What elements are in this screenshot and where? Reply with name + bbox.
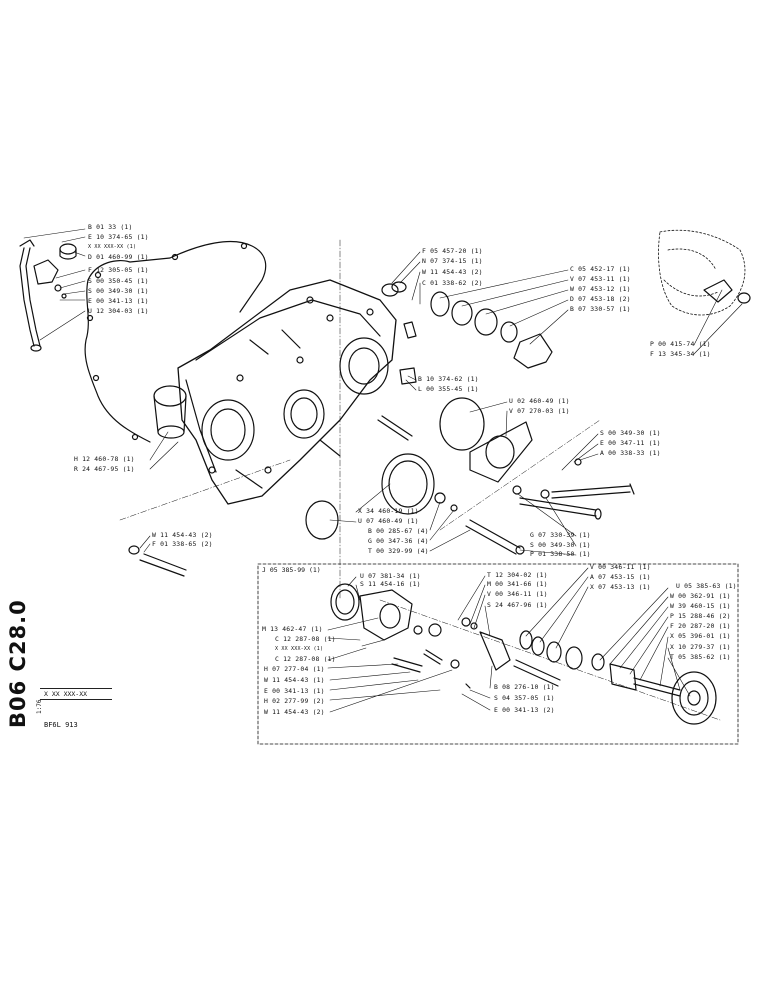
- part-label: U 12 304-03 (1): [88, 307, 149, 315]
- part-label: D 07 453-18 (2): [570, 295, 631, 303]
- subassembly-frame: [257, 563, 739, 745]
- part-label: V 07 453-11 (1): [570, 275, 631, 283]
- part-label: H 07 277-04 (1): [264, 665, 325, 673]
- part-label: T 12 304-02 (1): [487, 571, 548, 579]
- part-label: S 04 357-05 (1): [494, 694, 555, 702]
- part-label: F 20 287-20 (1): [670, 622, 731, 630]
- part-label: H 12 460-78 (1): [74, 455, 135, 463]
- part-label: S 24 467-96 (1): [487, 601, 548, 609]
- part-label: A 07 453-15 (1): [590, 573, 651, 581]
- part-label: S 11 454-16 (1): [360, 580, 421, 588]
- part-label: R 24 467-95 (1): [74, 465, 135, 473]
- subassembly-label: J 05 385-99 (1): [262, 566, 321, 574]
- engine-model: BF6L 913: [44, 721, 78, 729]
- part-label: E 00 341-13 (1): [264, 687, 325, 695]
- part-label: B 10 374-62 (1): [418, 375, 479, 383]
- part-label: U 05 385-63 (1): [676, 582, 737, 590]
- part-label: B 00 285-67 (4): [368, 527, 429, 535]
- part-label: X 10 279-37 (1): [670, 643, 731, 651]
- code-placeholder: X XX XXX-XX: [44, 690, 88, 698]
- part-label: W 11 454-43 (2): [264, 708, 325, 716]
- part-label: P 01 338-50 (1): [530, 550, 591, 558]
- part-label: M 13 462-47 (1): [262, 625, 323, 633]
- drain-plug: [513, 333, 553, 369]
- part-label: P 00 415-74 (1): [650, 340, 711, 348]
- seal-ring-upper: [439, 397, 485, 451]
- part-label: S 00 349-30 (1): [88, 287, 149, 295]
- part-label: C 05 452-17 (1): [570, 265, 631, 273]
- lower-subassembly: [330, 583, 717, 725]
- part-label: T 05 385-62 (1): [670, 653, 731, 661]
- part-label: D 01 460-99 (1): [88, 253, 149, 261]
- part-label: N 07 374-15 (1): [422, 257, 483, 265]
- part-label: L 00 355-45 (1): [418, 385, 479, 393]
- part-label: X 07 453-13 (1): [590, 583, 651, 591]
- sheet-code: B06 C28.0: [6, 599, 30, 728]
- part-label: W 39 460-15 (1): [670, 602, 731, 610]
- cover-plate: [469, 421, 533, 483]
- part-label: W 11 454-43 (2): [422, 268, 483, 276]
- part-label: F 05 457-20 (1): [422, 247, 483, 255]
- part-label: M 00 341-66 (1): [487, 580, 548, 588]
- part-label: V 00 346-11 (1): [487, 590, 548, 598]
- part-label: G 00 347-36 (4): [368, 537, 429, 545]
- part-label: E 00 341-13 (2): [494, 706, 555, 714]
- part-label: G 07 330-39 (1): [530, 531, 591, 539]
- part-label: H 02 277-99 (2): [264, 697, 325, 705]
- part-label: A 00 338-33 (1): [600, 449, 661, 457]
- part-label: W 00 362-91 (1): [670, 592, 731, 600]
- part-label: W 07 453-12 (1): [570, 285, 631, 293]
- part-label: B 01 33 (1): [88, 223, 133, 231]
- part-label: V 00 346-11 (1): [590, 563, 651, 571]
- sheet-scale: 1:76: [36, 699, 43, 714]
- part-label: F 13 345-34 (1): [650, 350, 711, 358]
- chain-sketch: [658, 229, 746, 316]
- part-label: S 00 350-45 (1): [88, 277, 149, 285]
- part-label: U 02 460-49 (1): [509, 397, 570, 405]
- part-label: X 05 396-01 (1): [670, 632, 731, 640]
- part-label: B 07 330-57 (1): [570, 305, 631, 313]
- part-label: X 34 460-19 (1): [358, 507, 419, 515]
- part-label: V 07 270-03 (1): [509, 407, 570, 415]
- part-label: W 11 454-43 (1): [264, 676, 325, 684]
- part-label: T 00 329-99 (4): [368, 547, 429, 555]
- part-label: P 15 288-46 (2): [670, 612, 731, 620]
- part-label: U 07 381-34 (1): [360, 572, 421, 580]
- oil-pipe: [19, 239, 77, 352]
- part-label: X XX XXX-XX (1): [88, 244, 137, 250]
- timing-case-housing: [177, 279, 397, 505]
- part-label: C 01 338-62 (2): [422, 279, 483, 287]
- part-label: F 01 338-65 (2): [152, 540, 213, 548]
- part-label: C 12 287-08 (1): [275, 635, 336, 643]
- part-label: S 00 349-30 (1): [530, 541, 591, 549]
- part-label: X XX XXX-XX (1): [275, 646, 324, 652]
- filler-neck: [153, 385, 187, 439]
- part-label: B 08 276-10 (1): [494, 683, 555, 691]
- part-label: W 11 454-43 (2): [152, 531, 213, 539]
- pulley: [671, 671, 717, 725]
- part-label: U 07 460-49 (1): [358, 517, 419, 525]
- part-label: S 00 349-30 (1): [600, 429, 661, 437]
- part-label: E 00 341-13 (1): [88, 297, 149, 305]
- part-label: C 12 287-08 (1): [275, 655, 336, 663]
- part-label: F 12 305-05 (1): [88, 266, 149, 274]
- gasket-outline: [84, 240, 267, 443]
- part-label: E 00 347-11 (1): [600, 439, 661, 447]
- title-box: [40, 688, 112, 700]
- part-label: E 10 374-65 (1): [88, 233, 149, 241]
